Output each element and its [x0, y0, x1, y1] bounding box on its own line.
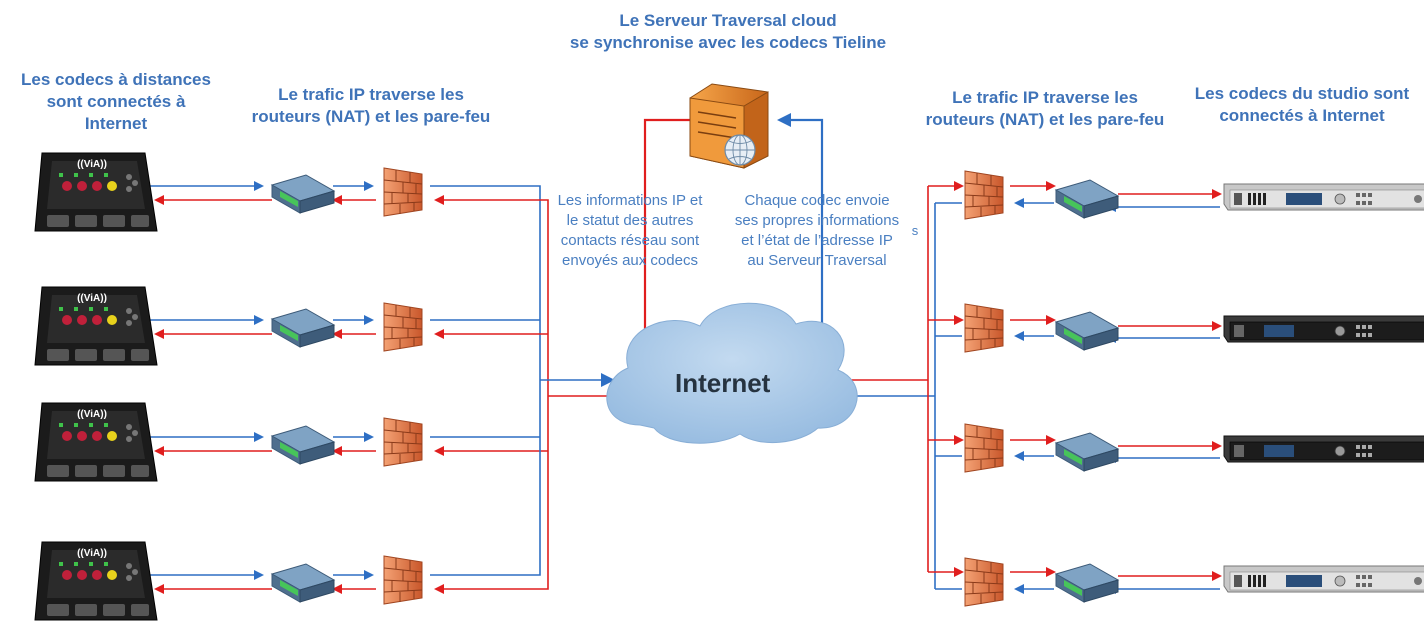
right-codecs-line2: connectés à Internet [1219, 106, 1385, 125]
left-codecs-label: Les codecs à distances sont connectés à … [0, 69, 232, 135]
right-traffic-label: Le trafic IP traverse les routeurs (NAT)… [900, 87, 1190, 131]
router-icon [271, 563, 335, 603]
send-note-line1: Chaque codec envoie [744, 192, 890, 209]
codec-send-note: Chaque codec envoie ses propres informat… [722, 191, 912, 271]
left-connections [150, 181, 615, 594]
rack-codec-icon [1223, 315, 1424, 343]
left-traffic-line2: routeurs (NAT) et les pare-feu [251, 107, 491, 126]
send-note-line2: ses propres informations [734, 212, 900, 229]
firewall-icon [383, 167, 423, 217]
info-note-line1: Les informations IP et [557, 192, 703, 209]
info-note-line2: le statut des autres [566, 212, 694, 229]
left-devices [34, 152, 423, 621]
rack-codec-icon [1223, 435, 1424, 463]
right-traffic-line2: routeurs (NAT) et les pare-feu [925, 110, 1165, 129]
router-icon [271, 308, 335, 348]
rack-codec-icon [1223, 565, 1424, 593]
right-traffic-line1: Le trafic IP traverse les [952, 88, 1138, 107]
rack-codec-icon [1223, 183, 1424, 211]
router-icon [1055, 311, 1119, 351]
internet-cloud-icon [606, 302, 858, 444]
left-traffic-line1: Le trafic IP traverse les [278, 85, 464, 104]
left-codecs-line3: Internet [84, 114, 148, 133]
right-devices [964, 170, 1424, 607]
stray-s-text: s [911, 223, 919, 238]
server-title-line2: se synchronise avec les codecs Tieline [569, 33, 887, 52]
server-connections [638, 113, 824, 357]
internet-label: Internet [675, 368, 771, 398]
router-icon [271, 174, 335, 214]
firewall-icon [383, 417, 423, 467]
firewall-icon [383, 302, 423, 352]
firewall-icon [964, 170, 1004, 220]
server-title-line1: Le Serveur Traversal cloud [619, 11, 837, 30]
router-icon [1055, 563, 1119, 603]
right-codecs-label: Les codecs du studio sont connectés à In… [1180, 83, 1424, 127]
router-icon [1055, 179, 1119, 219]
info-note-line3: contacts réseau sont [560, 232, 700, 249]
firewall-icon [964, 303, 1004, 353]
firewall-icon [964, 557, 1004, 607]
left-codecs-line2: sont connectés à [46, 92, 186, 111]
server-title: Le Serveur Traversal cloud se synchronis… [528, 10, 928, 54]
send-note-line4: au Serveur Traversal [747, 252, 887, 269]
via-codec-icon [34, 152, 158, 232]
via-codec-icon [34, 541, 158, 621]
firewall-icon [383, 555, 423, 605]
send-note-line3: et l’état de l’adresse IP [741, 232, 893, 249]
left-codecs-line1: Les codecs à distances [21, 70, 211, 89]
firewall-icon [964, 423, 1004, 473]
right-codecs-line1: Les codecs du studio sont [1194, 84, 1410, 103]
via-codec-icon [34, 402, 158, 482]
info-note-line4: envoyés aux codecs [562, 252, 698, 269]
router-icon [1055, 432, 1119, 472]
router-icon [271, 425, 335, 465]
via-codec-icon [34, 286, 158, 366]
server-icon [689, 83, 769, 169]
info-sent-note: Les informations IP et le statut des aut… [540, 191, 720, 271]
left-traffic-label: Le trafic IP traverse les routeurs (NAT)… [226, 84, 516, 128]
